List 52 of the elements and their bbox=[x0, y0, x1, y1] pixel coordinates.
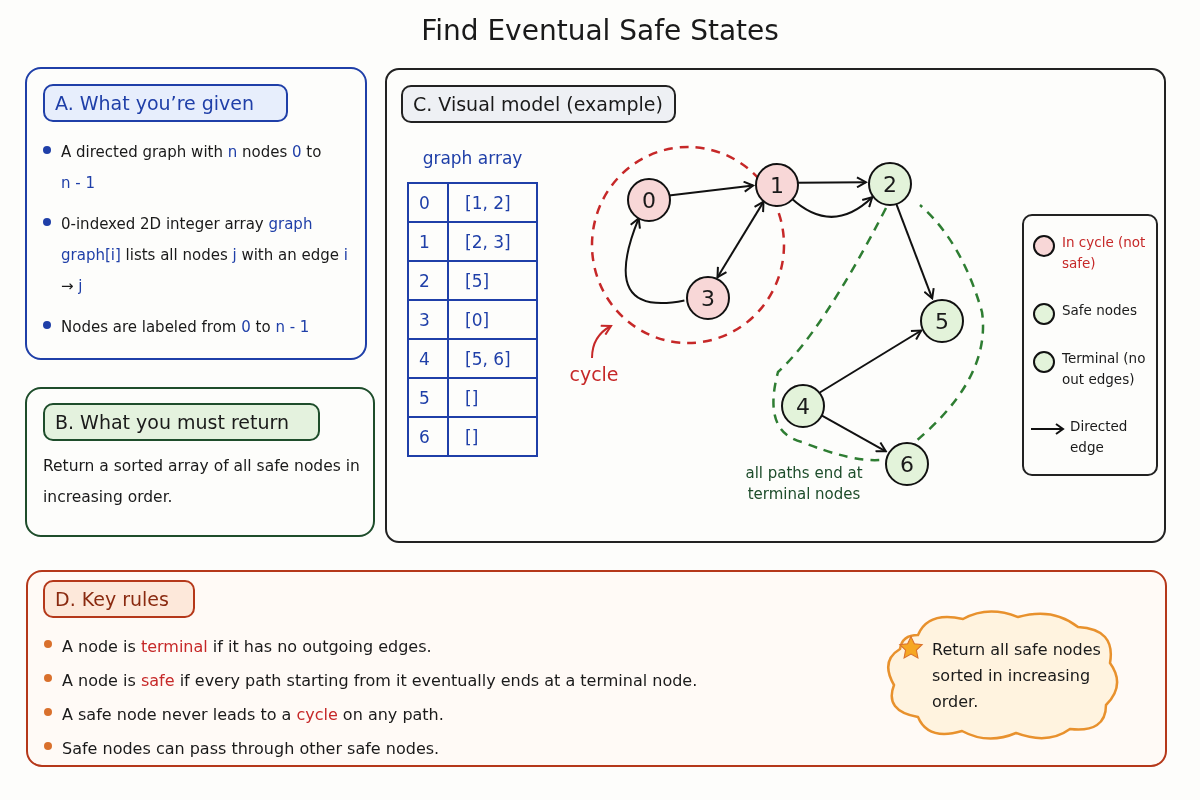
graph-node: 4 bbox=[781, 384, 825, 428]
table-cell: 5 bbox=[408, 378, 448, 417]
table-cell: 0 bbox=[408, 183, 448, 222]
annotation-label: cycle bbox=[567, 360, 621, 388]
pointer-arrow bbox=[591, 325, 612, 359]
graph-node: 5 bbox=[920, 299, 964, 343]
callout-text: Return all safe nodes sorted in increasing order. bbox=[932, 639, 1102, 713]
arrow bbox=[790, 196, 874, 218]
region-note: all paths end at terminal nodes bbox=[744, 463, 864, 505]
table-cell: [] bbox=[448, 378, 537, 417]
description-text: Return a sorted array of all safe nodes in increasing order. bbox=[43, 456, 361, 508]
section-heading: A. What you’re given bbox=[43, 84, 288, 122]
bullet-item: A directed graph with n nodes 0 to n - 1 bbox=[39, 137, 359, 199]
legend-label: Terminal (no out edges) bbox=[1062, 349, 1147, 389]
panel bbox=[26, 570, 1167, 767]
bullet-item: A node is safe if every path starting from it eventually ends at a terminal node. bbox=[40, 664, 860, 698]
arrow bbox=[716, 200, 765, 279]
title: Find Eventual Safe States bbox=[420, 14, 780, 47]
bullet-item: A safe node never leads to a cycle on any path. bbox=[40, 698, 860, 732]
section-heading: D. Key rules bbox=[43, 580, 195, 618]
panel bbox=[385, 68, 1166, 543]
arrow bbox=[796, 176, 867, 189]
legend-label: Directed edge bbox=[1070, 417, 1129, 457]
arrow bbox=[624, 217, 686, 304]
graph-node: 2 bbox=[868, 162, 912, 206]
graph-node: 0 bbox=[627, 178, 671, 222]
table-cell: 6 bbox=[408, 417, 448, 456]
table-cell: [1, 2] bbox=[448, 183, 537, 222]
graph-node: 1 bbox=[755, 163, 799, 207]
arrow bbox=[818, 329, 923, 394]
table-cell: 3 bbox=[408, 300, 448, 339]
bullet-item: A node is terminal if it has no outgoing edges. bbox=[40, 630, 860, 664]
graph-node: 3 bbox=[686, 276, 730, 320]
legend-label: In cycle (not safe) bbox=[1062, 233, 1147, 273]
table-cell: [] bbox=[448, 417, 537, 456]
bullet-item: 0-indexed 2D integer array graph graph[i] lists all nodes j with an edge i → j bbox=[39, 209, 359, 302]
section-heading: C. Visual model (example) bbox=[401, 85, 676, 123]
bullet-item: Safe nodes can pass through other safe nodes. bbox=[40, 732, 860, 766]
table-cell: 2 bbox=[408, 261, 448, 300]
table-cell: [5] bbox=[448, 261, 537, 300]
panel bbox=[25, 67, 367, 360]
table-cell: [2, 3] bbox=[448, 222, 537, 261]
table-cell: [0] bbox=[448, 300, 537, 339]
table-heading: graph array bbox=[421, 148, 524, 168]
bullet-item: Nodes are labeled from 0 to n - 1 bbox=[39, 312, 359, 343]
table-cell: [5, 6] bbox=[448, 339, 537, 378]
panel bbox=[25, 387, 375, 537]
table-cell: 4 bbox=[408, 339, 448, 378]
graph-node: 6 bbox=[885, 442, 929, 486]
legend-label: Safe nodes bbox=[1062, 301, 1138, 320]
table-cell: 1 bbox=[408, 222, 448, 261]
section-heading: B. What you must return bbox=[43, 403, 320, 441]
